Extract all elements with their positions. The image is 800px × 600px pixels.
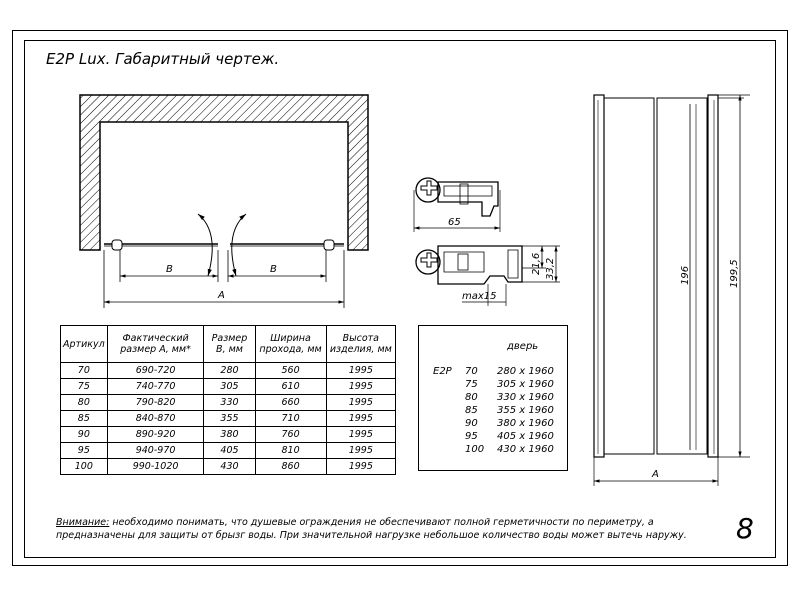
door-article: 85 xyxy=(465,405,478,416)
page-number: 8 xyxy=(736,512,754,545)
dim-196: 196 xyxy=(680,266,691,285)
door-article: 75 xyxy=(465,379,478,390)
dim-a-plan: A xyxy=(217,290,225,301)
page-title: E2P Lux. Габаритный чертеж. xyxy=(46,50,280,68)
front-elevation: 196 199,5 A xyxy=(593,94,750,486)
profile-sections: 65 21,6 33,2 max15 xyxy=(413,177,560,306)
warning-text: необходимо понимать, что душевые огражде… xyxy=(56,517,687,541)
door-model: E2P xyxy=(433,366,452,377)
warning-note: Внимание: необходимо понимать, что душев… xyxy=(56,516,716,542)
hinge-left xyxy=(111,239,123,251)
door-size: 280 x 1960 xyxy=(497,366,554,377)
col-size-b: Размер В, мм xyxy=(203,325,256,363)
col-article: Артикул xyxy=(60,325,108,363)
door-table-header: дверь xyxy=(507,341,539,352)
warning-label: Внимание: xyxy=(56,517,110,528)
dim-65: 65 xyxy=(448,217,461,228)
door-size: 380 x 1960 xyxy=(497,418,554,429)
door-size: 405 x 1960 xyxy=(497,431,554,442)
door-size: 330 x 1960 xyxy=(497,392,554,403)
spec-table-header: Артикул Фактический размер А, мм* Размер… xyxy=(60,325,397,363)
plan-view: B B A xyxy=(79,94,369,308)
door-article: 95 xyxy=(465,431,478,442)
door-article: 70 xyxy=(465,366,478,377)
door-size: 305 x 1960 xyxy=(497,379,554,390)
dim-b-left: B xyxy=(166,264,173,275)
dim-b-right: B xyxy=(270,264,277,275)
dim-33-2: 33,2 xyxy=(545,258,556,280)
door-size: 430 x 1960 xyxy=(497,444,554,455)
inner-frame xyxy=(24,40,776,558)
dim-21-6: 21,6 xyxy=(531,253,542,275)
col-actual-size: Фактический размер А, мм* xyxy=(106,325,205,363)
outer-frame xyxy=(12,30,788,566)
wall-hatch xyxy=(79,94,369,251)
col-passage-width: Ширина прохода, мм xyxy=(254,325,327,363)
door-size: 355 x 1960 xyxy=(497,405,554,416)
door-article: 90 xyxy=(465,418,478,429)
door-size-table: дверь E2P 70 280 x 1960 75 305 x 1960 80… xyxy=(418,325,568,471)
dim-max15: max15 xyxy=(462,291,497,302)
door-article: 80 xyxy=(465,392,478,403)
hinge-right xyxy=(323,239,335,251)
dim-199-5: 199,5 xyxy=(729,259,740,288)
dim-a-elevation: A xyxy=(651,469,659,480)
spec-table: Артикул Фактический размер А, мм* Размер… xyxy=(60,325,397,475)
door-article: 100 xyxy=(465,444,485,455)
col-height: Высота изделия, мм xyxy=(325,325,397,363)
